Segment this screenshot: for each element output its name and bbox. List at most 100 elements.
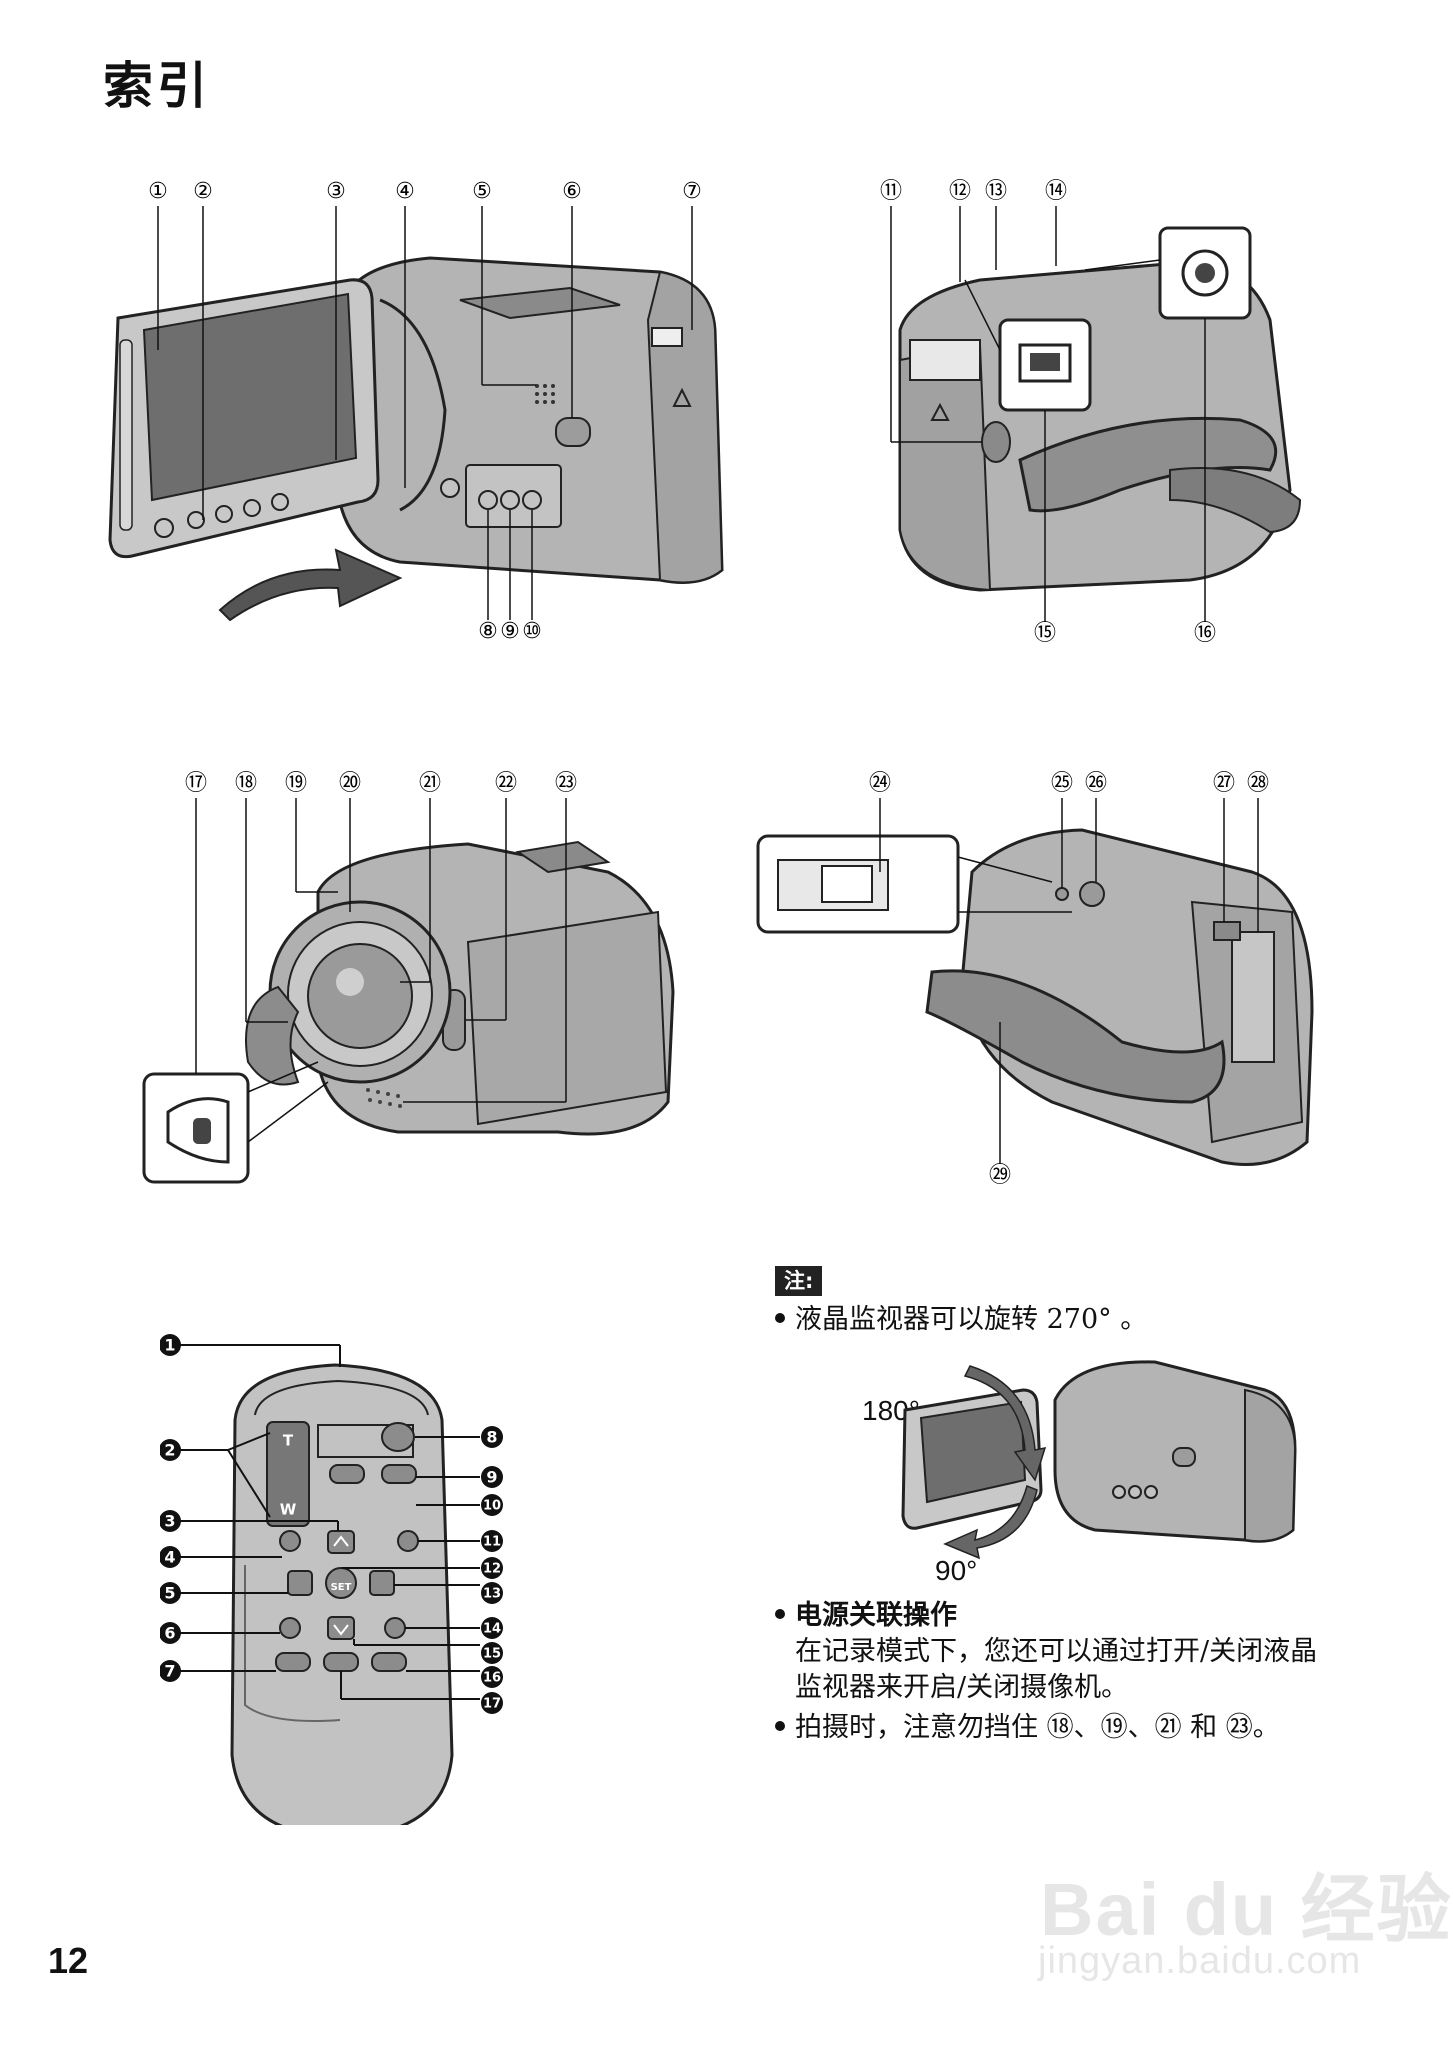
svg-text:13: 13 xyxy=(483,1587,501,1602)
svg-text:17: 17 xyxy=(483,1697,501,1712)
page-number: 12 xyxy=(48,1940,89,1981)
svg-text:12: 12 xyxy=(483,1562,501,1577)
svg-text:7: 7 xyxy=(164,1662,175,1681)
figure-camera-lcd-open: ① ② ③ ④ ⑤ ⑥ ⑦ ⑧ ⑨ ⑩ xyxy=(108,179,724,644)
callout-16: ⑯ xyxy=(1194,621,1216,646)
svg-text:1: 1 xyxy=(164,1336,175,1355)
speaker-grill xyxy=(535,384,555,404)
rear-dial xyxy=(981,421,1011,463)
remote-callout-2 xyxy=(160,1439,181,1461)
remote-btn-8 xyxy=(381,1422,415,1452)
callout-6: ⑥ xyxy=(562,179,582,204)
svg-text:11: 11 xyxy=(483,1535,501,1550)
svg-text:15: 15 xyxy=(483,1647,501,1662)
svg-text:6: 6 xyxy=(164,1624,175,1643)
remote-btn-4 xyxy=(279,1530,301,1552)
remote-btn-up xyxy=(327,1530,355,1554)
indicator-lamps xyxy=(651,327,683,347)
microphone xyxy=(366,1088,402,1108)
svg-text:2: 2 xyxy=(164,1441,175,1460)
zoom-w-label: W xyxy=(280,1501,297,1519)
watermark-logo: Bai du 经验 xyxy=(1040,1868,1453,1951)
remote-left-callouts: 1 2 3 4 5 6 7 xyxy=(160,1334,181,1682)
tripod-socket xyxy=(1079,881,1105,907)
callout-14: ⑭ xyxy=(1045,179,1067,204)
callout-9: ⑨ xyxy=(500,619,520,644)
remote-callout-9 xyxy=(481,1466,503,1488)
callout-18: ⑱ xyxy=(235,771,257,796)
remote-btn-left xyxy=(287,1570,313,1596)
svg-text:16: 16 xyxy=(483,1671,501,1686)
callout-17: ⑰ xyxy=(185,771,207,796)
callout-27: ㉗ xyxy=(1213,771,1235,796)
remote-callout-16 xyxy=(481,1666,503,1688)
bullet-icon xyxy=(775,1720,785,1731)
svg-text:14: 14 xyxy=(483,1622,501,1637)
svg-text:5: 5 xyxy=(164,1584,175,1603)
svg-text:4: 4 xyxy=(164,1548,175,1567)
remote-right-callouts: 8 9 10 11 12 13 14 15 16 17 xyxy=(481,1426,503,1714)
callout-3: ③ xyxy=(326,179,346,204)
callout-24: ㉔ xyxy=(869,771,891,796)
set-label: SET xyxy=(331,1582,352,1593)
callout-1: ① xyxy=(148,179,168,204)
svg-text:10: 10 xyxy=(483,1499,501,1514)
bullet-icon xyxy=(775,1608,785,1619)
remote-btn-17 xyxy=(323,1652,359,1672)
figure-camera-front: ⑰ ⑱ ⑲ ⑳ ㉑ ㉒ ㉓ xyxy=(142,771,675,1184)
rotate-arrow xyxy=(218,548,403,622)
remote-callout-5 xyxy=(160,1582,181,1604)
remote-callout-1 xyxy=(160,1334,181,1356)
remote-set-button xyxy=(325,1567,357,1599)
remote-btn-11 xyxy=(397,1530,419,1552)
callout-4: ④ xyxy=(395,179,415,204)
hand-strap xyxy=(1018,416,1278,513)
figure-camera-bottom: ㉔ ㉕ ㉖ ㉗ ㉘ ㉙ xyxy=(756,771,1314,1188)
lcd-screen xyxy=(142,292,358,502)
remote-callout-4 xyxy=(160,1546,181,1568)
rotate-arrow-up xyxy=(963,1365,1047,1482)
callout-21: ㉑ xyxy=(419,771,441,796)
rotate-arrow-down xyxy=(943,1484,1038,1560)
zoom-t-label: T xyxy=(283,1432,294,1450)
watermark-url: jingyan.baidu.com xyxy=(1038,1940,1362,1982)
callout-2: ② xyxy=(193,179,213,204)
remote-btn-10 xyxy=(381,1464,417,1484)
remote-btn-right xyxy=(369,1570,395,1596)
battery-compartment xyxy=(1231,931,1275,1063)
lens xyxy=(307,943,413,1049)
callout-15: ⑮ xyxy=(1034,621,1056,646)
remote-btn-16 xyxy=(371,1652,407,1672)
battery-release xyxy=(1213,921,1241,941)
callout-25: ㉕ xyxy=(1051,771,1073,796)
remote-callout-17 xyxy=(481,1692,503,1714)
zoom-lever xyxy=(459,286,621,320)
callout-26: ㉖ xyxy=(1085,771,1107,796)
remote-btn-14 xyxy=(384,1617,406,1639)
remote-callout-6 xyxy=(160,1622,181,1644)
remote-callout-14 xyxy=(481,1617,503,1639)
callout-28: ㉘ xyxy=(1247,771,1269,796)
callout-23: ㉓ xyxy=(555,771,577,796)
callout-12: ⑫ xyxy=(949,179,971,204)
note-item-power-link: 电源关联操作 在记录模式下，您还可以通过打开/关闭液晶 监视器来开启/关闭摄像机… xyxy=(775,1598,1317,1706)
remote-btn-down xyxy=(327,1616,355,1640)
svg-text:9: 9 xyxy=(486,1468,497,1487)
remote-callout-11 xyxy=(481,1530,503,1552)
grip-belt xyxy=(925,969,1226,1104)
remote-btn-6 xyxy=(279,1617,301,1639)
remote-callout-3 xyxy=(160,1510,181,1532)
callout-5: ⑤ xyxy=(472,179,492,204)
callout-13: ⑬ xyxy=(985,179,1007,204)
page-title: 索引 xyxy=(103,57,211,115)
remote-callout-7 xyxy=(160,1660,181,1682)
figure-camera-rear: ⑪ ⑫ ⑬ ⑭ ⑮ ⑯ xyxy=(880,179,1302,646)
note-item-rotate: 液晶监视器可以旋转 270° 。 xyxy=(775,1302,1147,1338)
remote-callout-13 xyxy=(481,1582,503,1604)
callout-22: ㉒ xyxy=(495,771,517,796)
callout-11: ⑪ xyxy=(880,179,902,204)
zoom-button xyxy=(266,1421,310,1527)
figure-remote: T W SET 1 2 xyxy=(160,1334,503,1825)
note-tag: 注: xyxy=(775,1266,823,1296)
svg-text:8: 8 xyxy=(486,1428,497,1447)
